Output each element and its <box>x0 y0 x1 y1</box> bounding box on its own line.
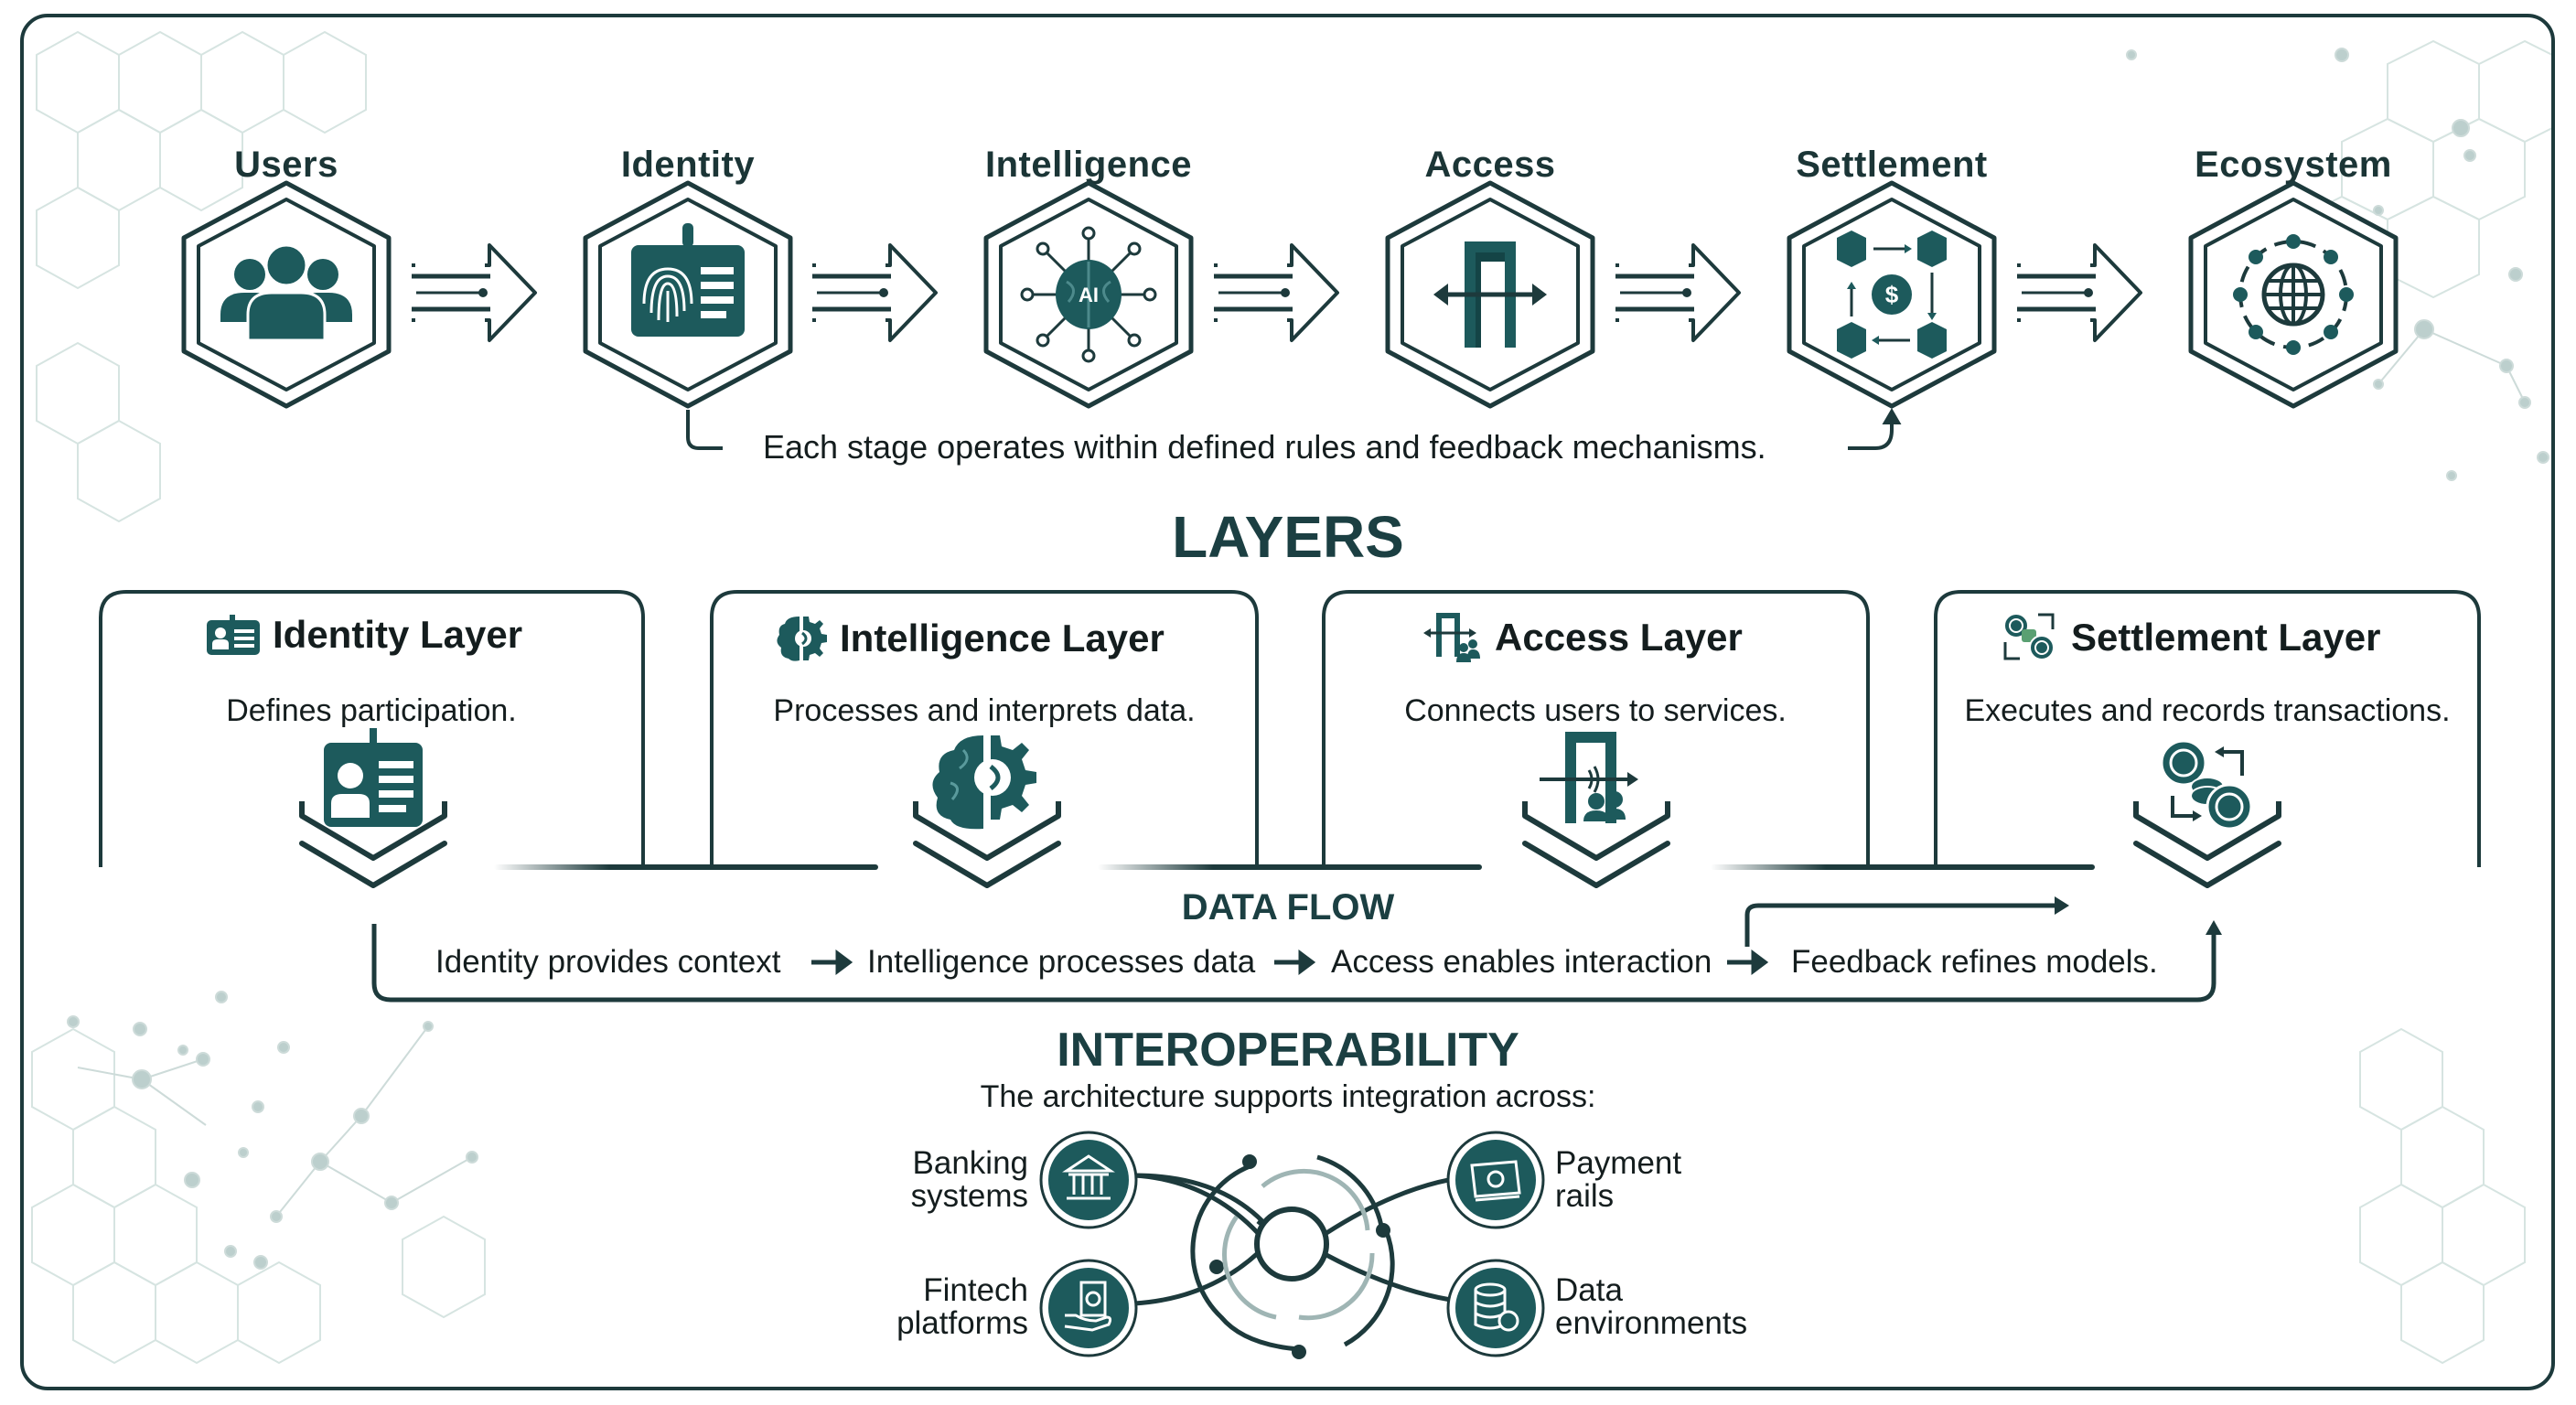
stage-label-users: Users <box>234 145 338 185</box>
coins-exchange-icon <box>2003 613 2055 660</box>
loop-arrowhead-up <box>2206 920 2222 935</box>
inner-ring-arc <box>1222 1215 1277 1320</box>
stage-label-identity: Identity <box>620 145 756 185</box>
layer-box-intelligence <box>710 590 1259 867</box>
diagram-frame <box>20 14 2555 1390</box>
layer-description-intelligence: Processes and interprets data. <box>773 693 1196 728</box>
label-line: Data <box>1555 1272 1623 1308</box>
banknote-icon <box>1470 1160 1521 1202</box>
globe-network-icon <box>2233 234 2354 355</box>
connector-lines <box>1133 1154 1483 1352</box>
label-line: environments <box>1555 1305 1748 1341</box>
coins-exchange-stack-icon <box>2136 739 2279 885</box>
id-card-fingerprint-icon <box>631 223 745 337</box>
inner-ring-arc <box>1261 1168 1370 1231</box>
ai-brain-network-icon: AI <box>1020 226 1157 363</box>
users-icon <box>220 243 352 342</box>
hand-document-icon <box>1064 1281 1112 1332</box>
layer-box-identity <box>99 590 645 867</box>
svg-text:$: $ <box>1885 281 1899 308</box>
flow-arrow <box>1615 245 1739 340</box>
label-line: systems <box>910 1178 1028 1214</box>
stage-label-intelligence: Intelligence <box>984 145 1193 185</box>
stage-label-settlement: Settlement <box>1796 145 1988 185</box>
layers-graphics <box>99 590 2481 1003</box>
layer-title-identity: Identity Layer <box>207 613 522 657</box>
layer-description-settlement: Executes and records transactions. <box>1964 693 2451 728</box>
flow-step-access: Access enables interaction <box>1331 944 1712 980</box>
pipeline-caption: Each stage operates within defined rules… <box>763 428 1766 466</box>
caption-bracket <box>686 408 1902 450</box>
hex-pattern-bottom-left <box>31 1027 486 1365</box>
door-users-stack-icon <box>1525 732 1668 885</box>
hex-pattern-top-left <box>36 30 367 523</box>
flow-step-intelligence: Intelligence processes data <box>867 944 1256 980</box>
database-icon-circle[interactable] <box>1446 1259 1545 1357</box>
banknote-icon-circle[interactable] <box>1446 1131 1545 1229</box>
interop-hub <box>1254 1207 1329 1282</box>
layer-box-settlement <box>1934 590 2481 867</box>
data-flow-loop <box>371 903 2216 1003</box>
label-line: Payment <box>1555 1145 1682 1181</box>
id-badge-icon <box>207 615 260 655</box>
interop-label-banking: Banking systems <box>878 1147 1028 1213</box>
layer-title-settlement: Settlement Layer <box>2002 611 2380 664</box>
svg-text:AI: AI <box>1079 284 1099 306</box>
network-dots <box>67 48 2549 1270</box>
layer-title-text: Access Layer <box>1495 616 1743 659</box>
layer-title-text: Settlement Layer <box>2071 616 2381 659</box>
layer-box-access <box>1322 590 1870 867</box>
flow-step-identity: Identity provides context <box>435 944 781 980</box>
label-line: platforms <box>896 1305 1028 1341</box>
hex-pattern-bottom-right <box>2359 1027 2526 1365</box>
interoperability-graphics <box>1039 1131 1545 1359</box>
flow-arrow <box>812 245 936 340</box>
hand-document-icon-circle[interactable] <box>1039 1259 1138 1357</box>
door-users-icon <box>1423 613 1480 662</box>
stage-label-access: Access <box>1424 145 1556 185</box>
label-line: rails <box>1555 1178 1615 1214</box>
pipeline-graphics: AI $ <box>0 0 2576 450</box>
step-arrows <box>811 949 1769 975</box>
door-access-icon <box>1433 241 1547 348</box>
inner-ring-arc <box>1298 1252 1375 1321</box>
layer-description-identity: Defines participation. <box>226 693 517 728</box>
layer-description-access: Connects users to services. <box>1404 693 1787 728</box>
layers-heading: LAYERS <box>1172 504 1404 570</box>
layer-title-text: Intelligence Layer <box>840 617 1165 660</box>
label-line: Fintech <box>923 1272 1028 1308</box>
layer-title-access: Access Layer <box>1423 611 1743 664</box>
brain-gear-stack-icon <box>916 735 1058 885</box>
flow-arrow <box>2017 245 2141 340</box>
bank-icon <box>1062 1154 1115 1200</box>
stage-label-ecosystem: Ecosystem <box>2195 145 2392 185</box>
interoperability-heading: INTEROPERABILITY <box>1057 1024 1519 1077</box>
interop-label-payment: Payment rails <box>1555 1147 1681 1213</box>
loop-arrowhead-right <box>2055 896 2069 915</box>
interop-label-data: Data environments <box>1555 1274 1747 1340</box>
layer-title-intelligence: Intelligence Layer <box>776 613 1165 664</box>
flow-arrow <box>1214 245 1337 340</box>
id-badge-stack-icon <box>302 728 445 885</box>
brain-gear-icon <box>777 617 827 661</box>
flow-arrow <box>412 245 535 340</box>
label-line: Banking <box>912 1145 1028 1181</box>
interop-label-fintech: Fintech platforms <box>864 1274 1028 1340</box>
blockchain-settlement-icon: $ <box>1837 231 1947 359</box>
layer-title-text: Identity Layer <box>273 613 523 656</box>
database-icon <box>1474 1282 1519 1332</box>
layer-base-lines <box>494 864 2095 870</box>
data-flow-heading: DATA FLOW <box>1181 887 1395 928</box>
interoperability-subtitle: The architecture supports integration ac… <box>980 1079 1596 1114</box>
bank-icon-circle[interactable] <box>1039 1131 1138 1229</box>
flow-step-feedback: Feedback refines models. <box>1791 944 2158 980</box>
